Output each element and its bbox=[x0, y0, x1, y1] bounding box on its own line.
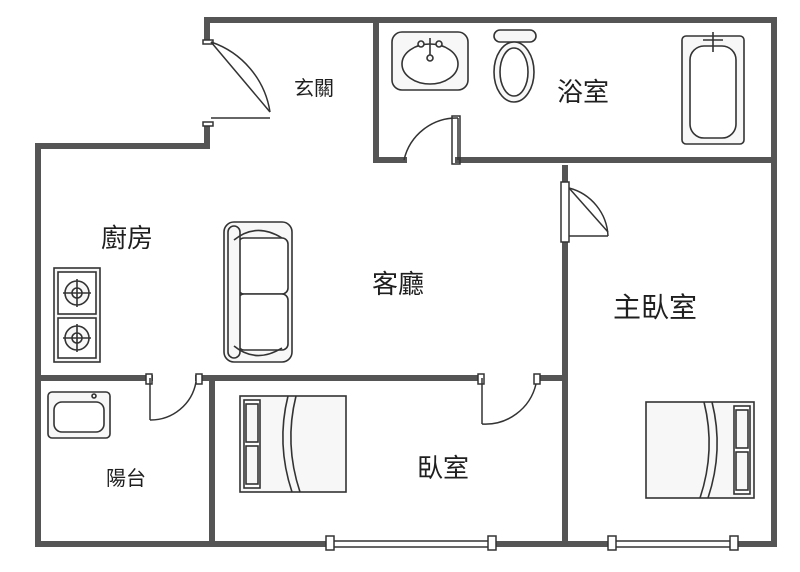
bedroom-window bbox=[325, 535, 497, 551]
bathtub bbox=[681, 32, 745, 145]
windows bbox=[325, 535, 739, 551]
bathroom-door bbox=[403, 115, 461, 165]
bedroom-door bbox=[477, 373, 541, 425]
master-bed bbox=[645, 401, 755, 499]
doors bbox=[145, 39, 609, 425]
room-label-balcony: 陽台 bbox=[106, 466, 146, 490]
sink bbox=[391, 31, 469, 91]
entrance-door bbox=[202, 39, 271, 127]
room-label-kitchen: 廚房 bbox=[101, 224, 154, 254]
room-label-bathroom: 浴室 bbox=[557, 78, 610, 108]
stove bbox=[53, 267, 101, 363]
walls bbox=[35, 17, 777, 547]
room-label-entrance: 玄關 bbox=[294, 76, 334, 100]
fixtures bbox=[47, 29, 755, 499]
sofa bbox=[223, 221, 293, 363]
master-bedroom-window bbox=[607, 535, 739, 551]
master-bedroom-door bbox=[560, 181, 609, 243]
balcony-basin bbox=[47, 391, 111, 439]
balcony-door bbox=[145, 373, 203, 421]
room-label-living-room: 客廳 bbox=[372, 270, 425, 300]
bed bbox=[239, 395, 347, 493]
toilet bbox=[493, 29, 537, 103]
room-label-bedroom: 臥室 bbox=[417, 454, 470, 484]
room-label-master-bedroom: 主臥室 bbox=[613, 291, 698, 324]
